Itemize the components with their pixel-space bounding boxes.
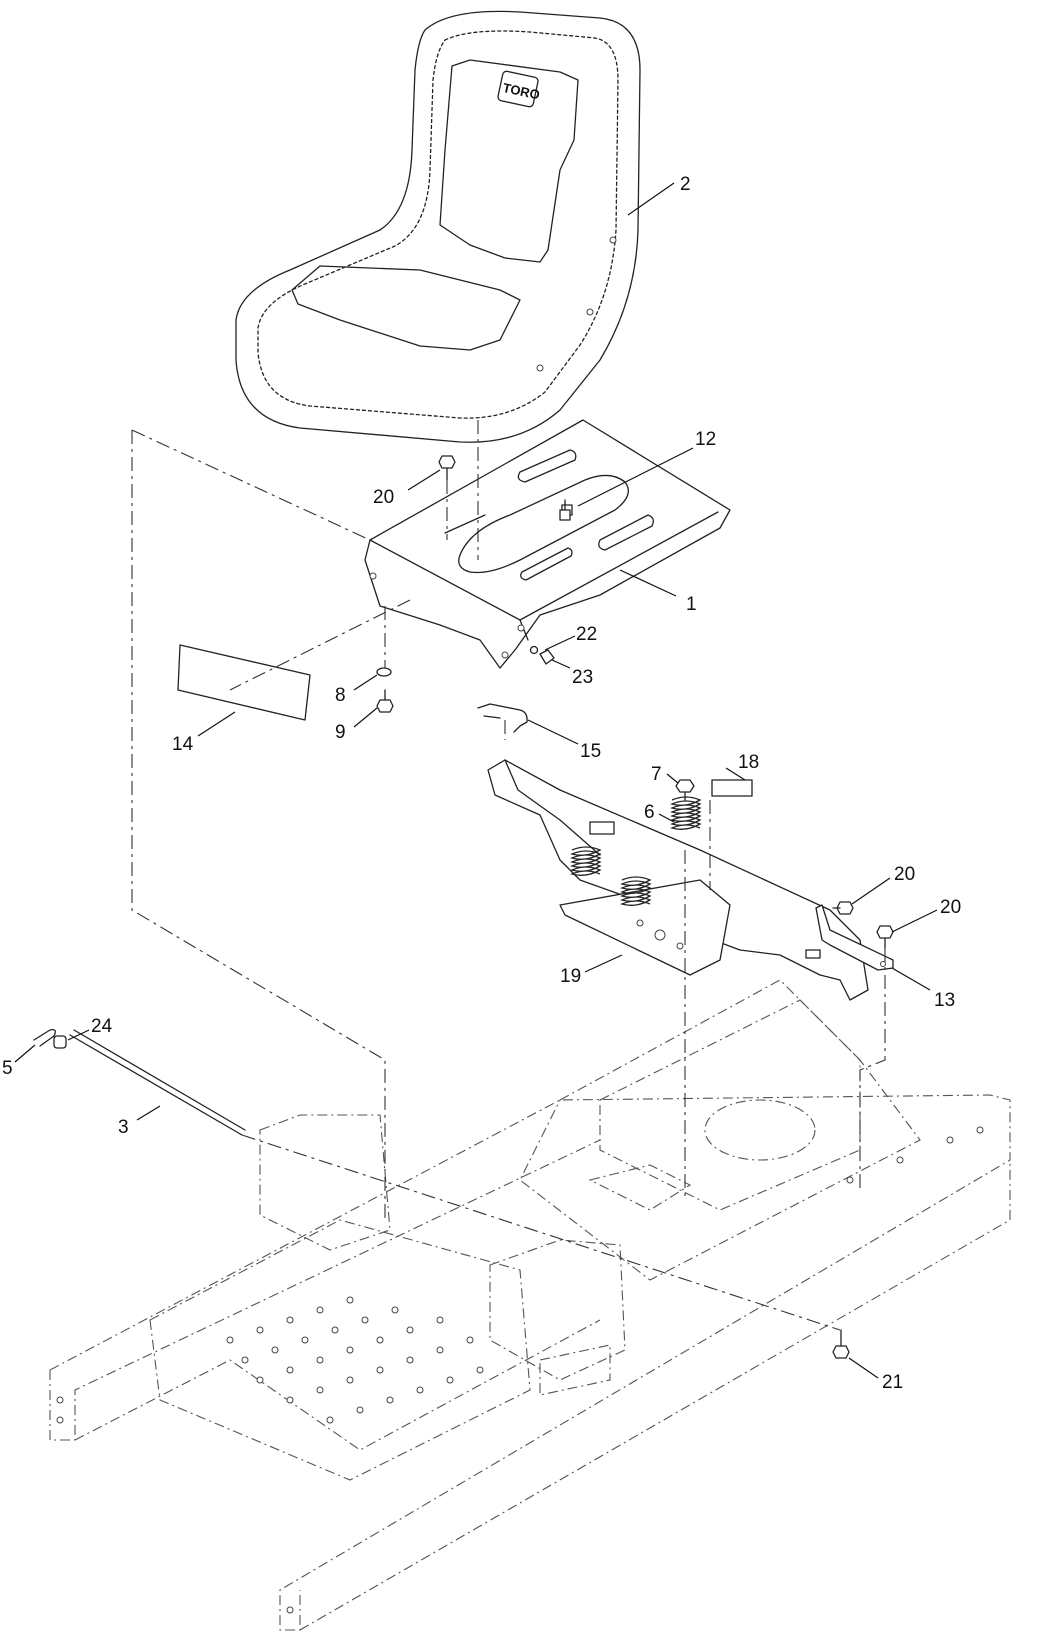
callout-6: 6 xyxy=(644,802,655,823)
callout-21: 21 xyxy=(882,1372,903,1393)
callout-7: 7 xyxy=(651,764,662,785)
hairpin-cotter-5 xyxy=(33,1028,56,1047)
washer-22 xyxy=(529,645,539,655)
spring xyxy=(670,796,702,830)
seat: TORO xyxy=(235,10,641,443)
callout-14: 14 xyxy=(172,734,194,755)
callout-19: 19 xyxy=(560,966,581,987)
spring-lower-left xyxy=(570,846,602,876)
decal-18 xyxy=(711,779,753,797)
callout-24: 24 xyxy=(91,1016,113,1037)
callout-3: 3 xyxy=(118,1117,129,1138)
callout-22: 22 xyxy=(576,624,597,645)
spacer-24 xyxy=(53,1035,67,1049)
seat-latch-15 xyxy=(477,703,528,733)
bolt-9 xyxy=(376,689,394,713)
flange-bolt-20-right xyxy=(876,925,894,949)
callout-20-mid: 20 xyxy=(894,864,915,885)
flange-bolt-21 xyxy=(832,1329,850,1359)
callout-23: 23 xyxy=(572,667,593,688)
mower-frame xyxy=(49,979,1011,1631)
callout-18: 18 xyxy=(738,752,759,773)
callout-20-top: 20 xyxy=(373,487,394,508)
suspension-mount-plate xyxy=(487,759,869,1001)
callout-8: 8 xyxy=(335,685,346,706)
washer-8 xyxy=(376,667,392,677)
nut-23 xyxy=(539,649,555,665)
seat-switch-stud-12 xyxy=(559,499,571,521)
callout-9: 9 xyxy=(335,722,346,743)
callout-leaders xyxy=(14,182,938,1379)
callout-labels: 1 2 3 5 6 7 8 9 12 13 14 15 18 19 20 20 … xyxy=(2,174,961,1393)
callout-15: 15 xyxy=(580,741,601,762)
callout-2: 2 xyxy=(680,174,691,195)
callout-1: 1 xyxy=(686,594,697,615)
frame-hole-grid xyxy=(56,1126,984,1614)
flange-bolt-20-mid xyxy=(832,901,854,915)
callout-20-right: 20 xyxy=(940,897,961,918)
callout-12: 12 xyxy=(695,429,716,450)
callout-5: 5 xyxy=(2,1058,13,1079)
decal-14 xyxy=(177,644,311,721)
spring-lower-right xyxy=(620,876,652,906)
pivot-rod-3 xyxy=(69,1034,243,1136)
assembly-centerlines xyxy=(131,420,886,1331)
callout-13: 13 xyxy=(934,990,955,1011)
flange-bolt-20-top xyxy=(438,455,456,481)
bolt-7 xyxy=(675,779,695,801)
